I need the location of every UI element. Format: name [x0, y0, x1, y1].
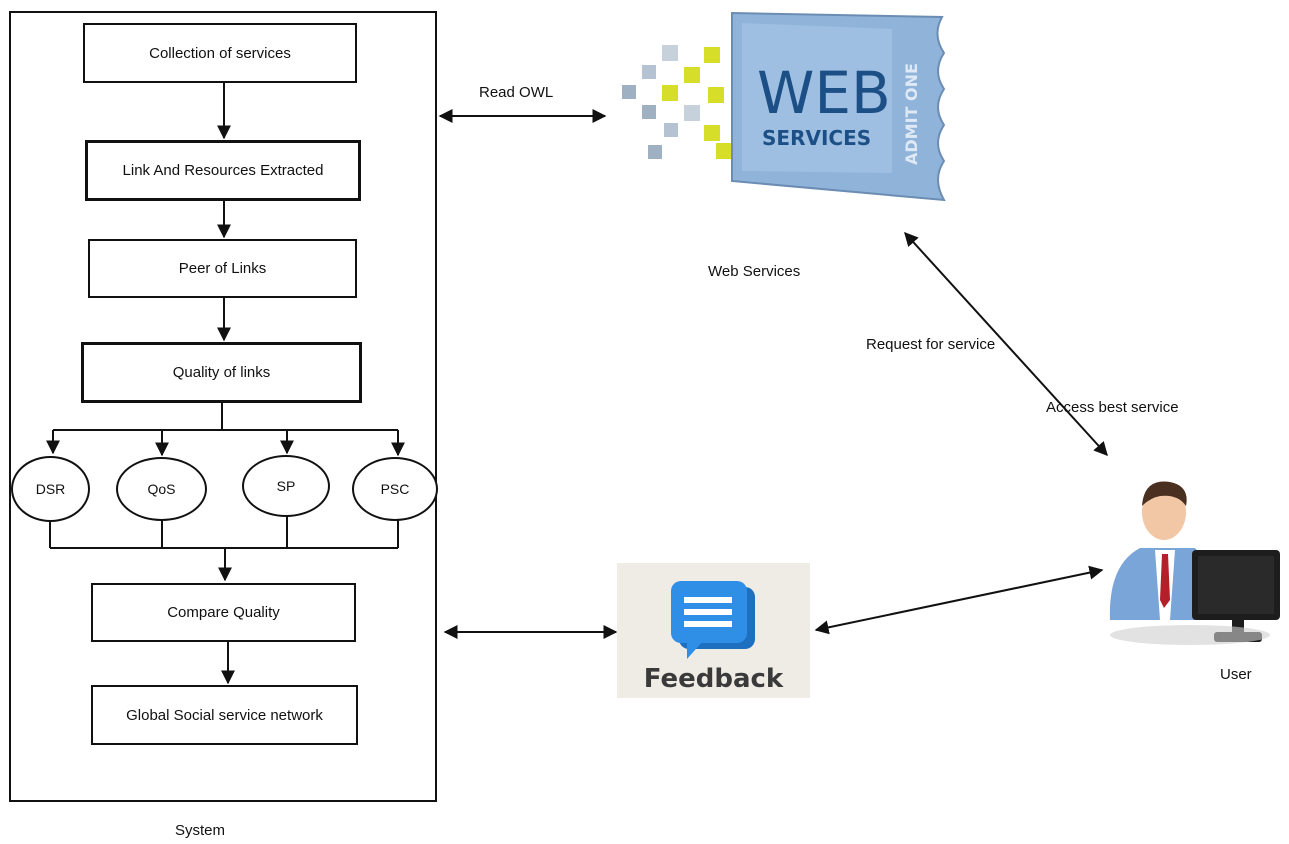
sp-oval: SP: [242, 455, 330, 517]
peer-of-links-box: Peer of Links: [88, 239, 357, 298]
pixel-squares: [622, 45, 732, 159]
web-services-icon: WEB SERVICES ADMIT ONE: [612, 5, 957, 215]
arrow-webservices-user: [904, 231, 1108, 457]
feedback-word: Feedback: [643, 664, 784, 694]
request-for-service-label: Request for service: [866, 336, 996, 353]
feedback-icon: Feedback: [617, 563, 810, 698]
link-resources-extracted-box: Link And Resources Extracted: [85, 140, 361, 201]
user-label: User: [1220, 666, 1252, 683]
banner-services-word: SERVICES: [762, 126, 871, 150]
global-social-service-network-box: Global Social service network: [91, 685, 358, 745]
user-icon: [1100, 470, 1285, 650]
web-services-label: Web Services: [708, 263, 801, 280]
banner-web-word: WEB: [757, 59, 891, 127]
arrow-feedback-user: [814, 565, 1104, 635]
banner-admit-one: ADMIT ONE: [902, 63, 921, 165]
collection-of-services-box: Collection of services: [83, 23, 357, 83]
dsr-oval: DSR: [11, 456, 90, 522]
access-best-service-label: Access best service: [1046, 399, 1179, 416]
quality-of-links-box: Quality of links: [81, 342, 362, 403]
psc-oval: PSC: [352, 457, 438, 521]
compare-quality-box: Compare Quality: [91, 583, 356, 642]
system-label: System: [175, 822, 226, 839]
read-owl-label: Read OWL: [479, 84, 554, 101]
system-frame: [9, 11, 437, 802]
qos-oval: QoS: [116, 457, 207, 521]
